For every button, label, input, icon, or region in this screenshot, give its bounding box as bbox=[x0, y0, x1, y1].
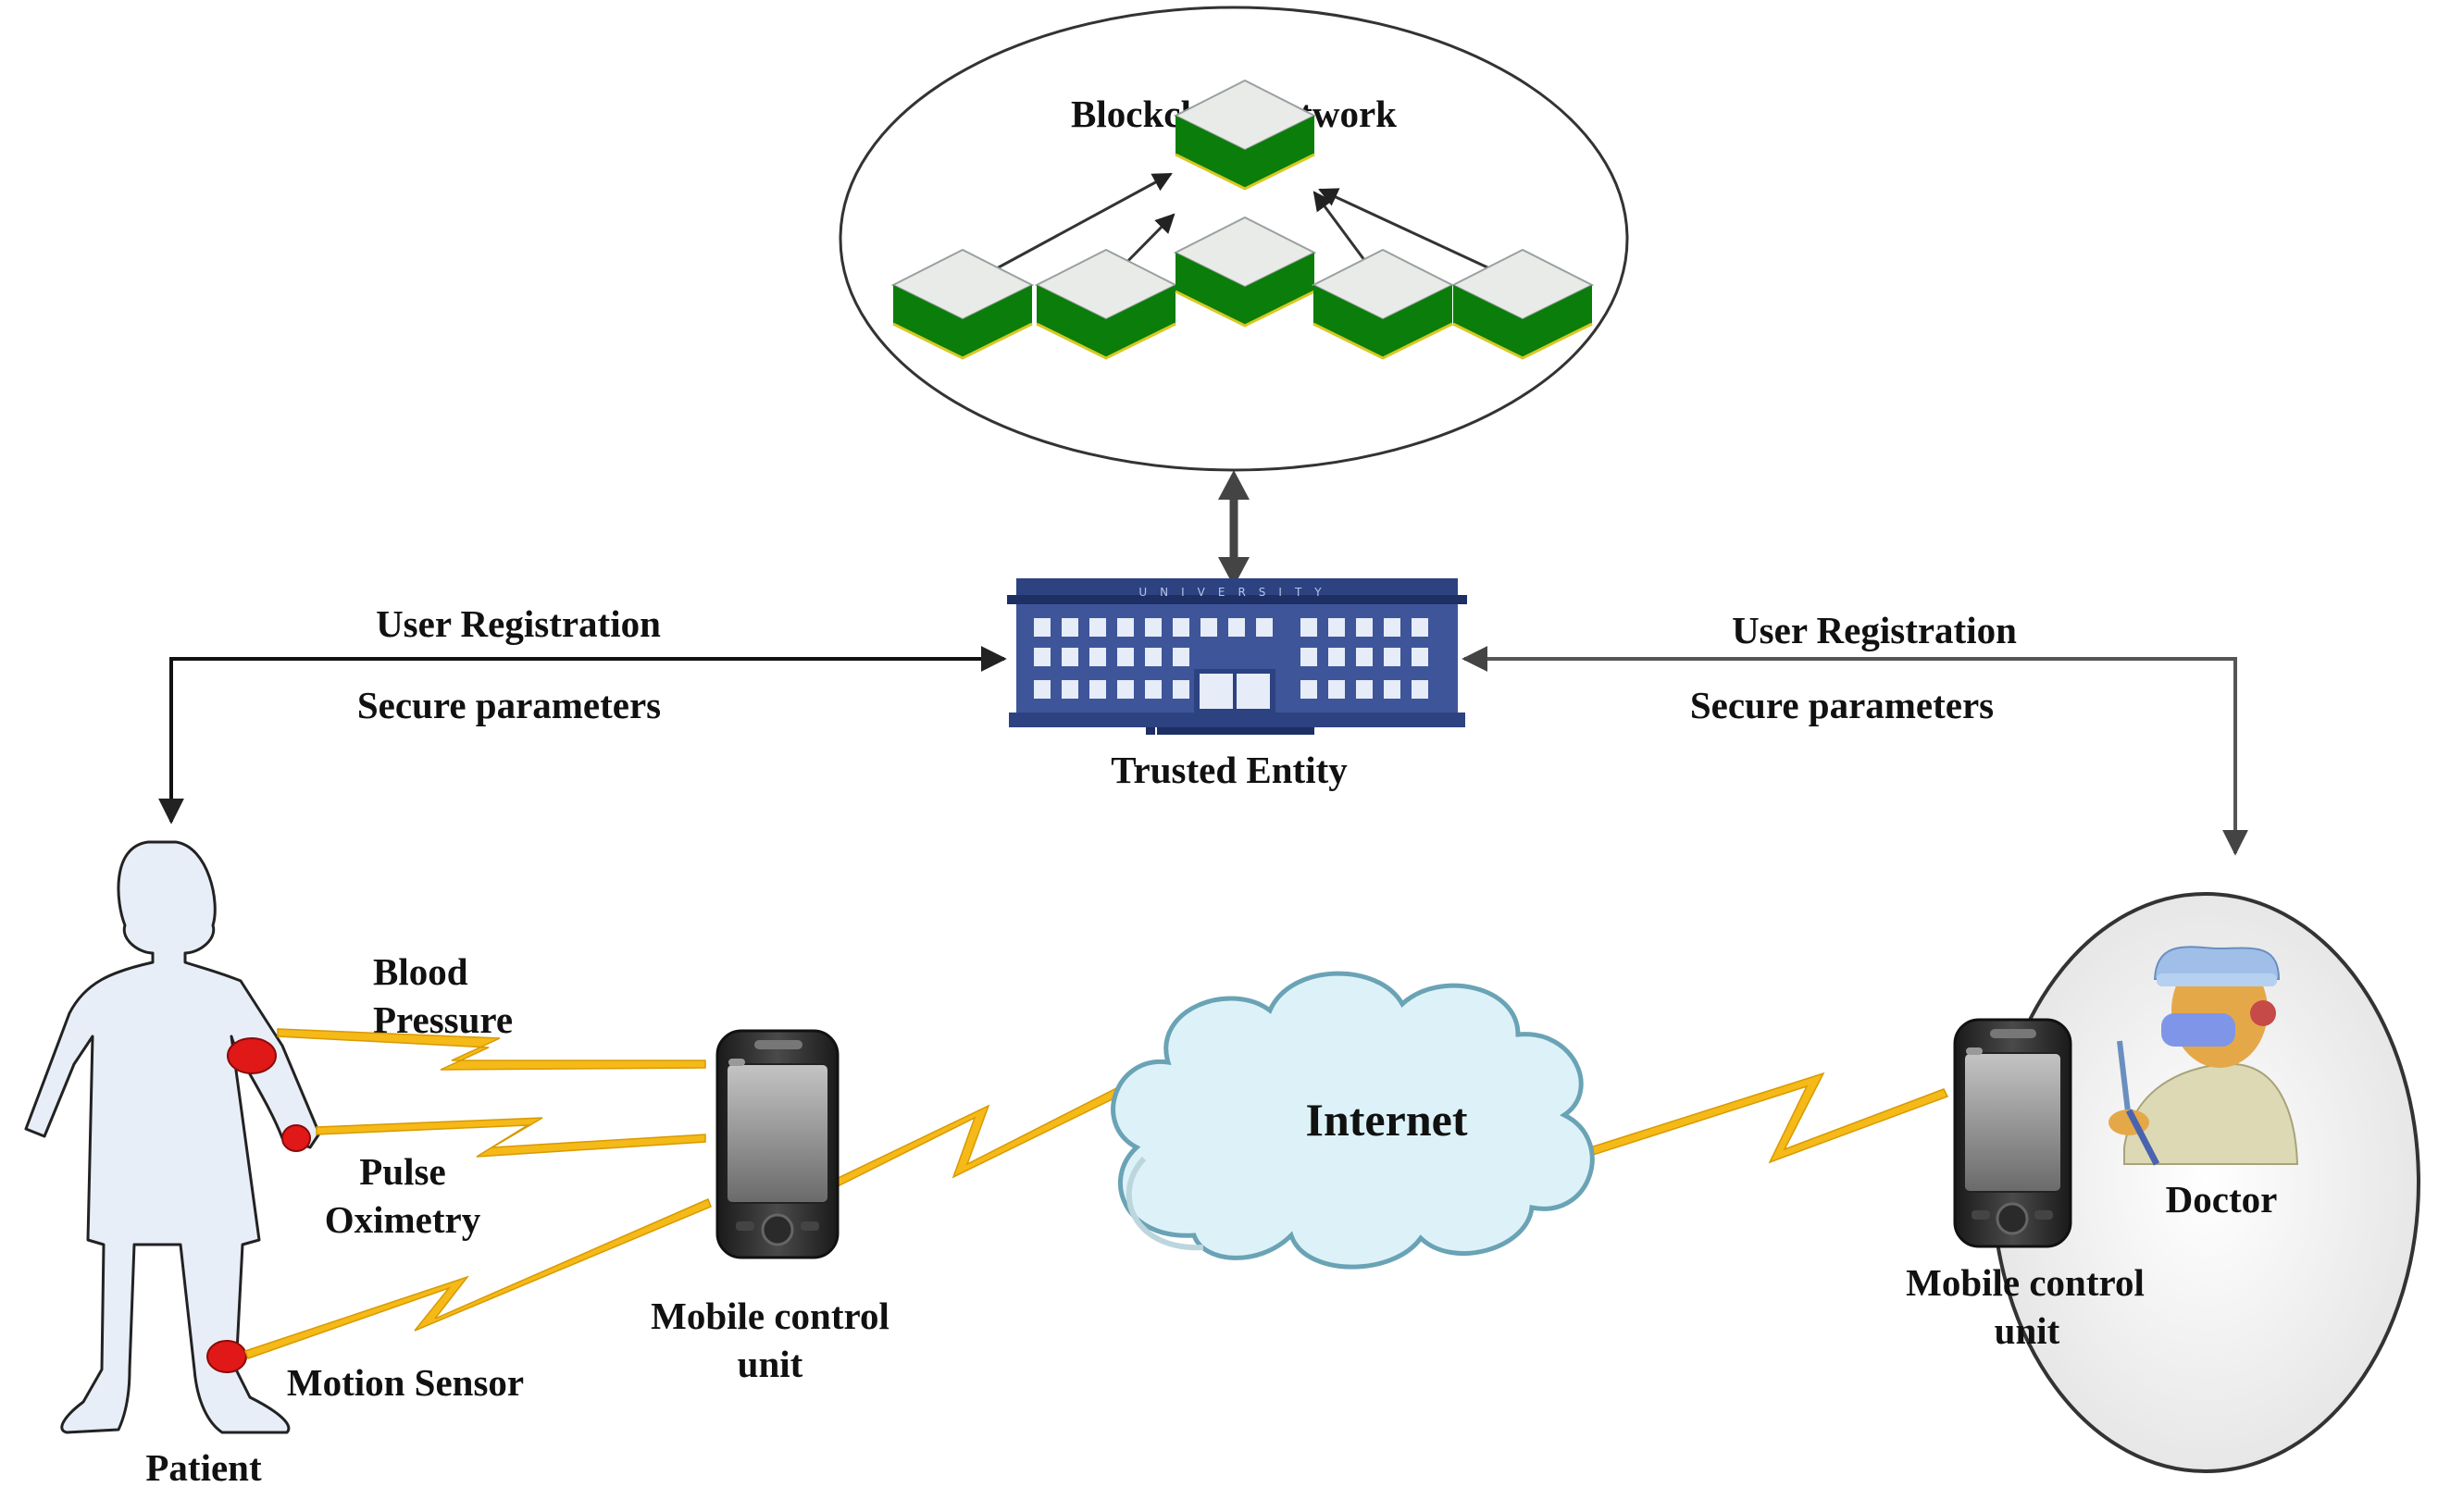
cloud-icon bbox=[1111, 971, 1595, 1270]
pulse-oximetry-label-line1: Pulse bbox=[359, 1150, 445, 1193]
wireless-links bbox=[244, 1028, 1949, 1359]
building-window bbox=[1089, 648, 1106, 666]
building-window bbox=[1384, 618, 1400, 637]
block-cube bbox=[1311, 248, 1455, 360]
wireless-bolt-icon bbox=[316, 1117, 706, 1158]
patient-figure-icon bbox=[24, 840, 321, 1434]
blockchain-trusted-link bbox=[1218, 470, 1250, 587]
building-window bbox=[1089, 680, 1106, 699]
building-window bbox=[1356, 648, 1373, 666]
building-window bbox=[1062, 648, 1078, 666]
building-window bbox=[1145, 680, 1162, 699]
building-window bbox=[1117, 648, 1134, 666]
building-window bbox=[1328, 618, 1345, 637]
building-window bbox=[1173, 648, 1189, 666]
building-window bbox=[1034, 648, 1051, 666]
patient-label: Patient bbox=[145, 1446, 262, 1489]
university-building-icon: UNIVERSITY bbox=[1007, 578, 1467, 735]
building-sign: UNIVERSITY bbox=[1138, 586, 1334, 599]
motion-sensor bbox=[206, 1340, 247, 1373]
building-window bbox=[1412, 618, 1428, 637]
block-cube bbox=[1173, 216, 1317, 328]
wireless-bolt-icon bbox=[827, 1081, 1133, 1190]
block-cube bbox=[1450, 248, 1595, 360]
building-window bbox=[1356, 680, 1373, 699]
doctor-mcu-label-line2: unit bbox=[1995, 1309, 2060, 1352]
building-window bbox=[1034, 618, 1051, 637]
building-window bbox=[1089, 618, 1106, 637]
internet: Internet bbox=[1111, 971, 1595, 1270]
wireless-bolt-icon bbox=[244, 1197, 712, 1359]
patient-mobile-control-unit: Mobile control unit bbox=[651, 1029, 889, 1385]
building-window bbox=[1300, 648, 1317, 666]
patient: Patient Blood Pressure Pulse Oximetry Mo… bbox=[24, 840, 524, 1489]
motion-sensor-label: Motion Sensor bbox=[287, 1361, 524, 1404]
building-window bbox=[1200, 618, 1217, 637]
wireless-bolt-icon bbox=[277, 1028, 706, 1071]
left-registration-link: User Registration Secure parameters bbox=[158, 602, 1007, 824]
mobile-phone-icon bbox=[1953, 1018, 2072, 1248]
doctor-site: Doctor Mobile control unit bbox=[1906, 892, 2420, 1473]
building-window bbox=[1356, 618, 1373, 637]
block-cube-top bbox=[1173, 79, 1317, 191]
building-window bbox=[1228, 618, 1245, 637]
patient-mcu-label-line2: unit bbox=[738, 1343, 803, 1385]
pulse-oximetry-sensor bbox=[281, 1124, 311, 1152]
blood-pressure-sensor bbox=[227, 1037, 277, 1074]
building-window bbox=[1384, 680, 1400, 699]
mobile-phone-icon bbox=[715, 1029, 840, 1259]
right-link-secure-label: Secure parameters bbox=[1690, 684, 1994, 726]
building-window bbox=[1173, 680, 1189, 699]
building-window bbox=[1145, 618, 1162, 637]
building-window bbox=[1034, 680, 1051, 699]
building-window bbox=[1328, 680, 1345, 699]
left-link-secure-label: Secure parameters bbox=[357, 684, 661, 726]
blockchain-network: Blockchain network bbox=[839, 6, 1629, 472]
building-window bbox=[1300, 618, 1317, 637]
right-link-registration-label: User Registration bbox=[1732, 609, 2017, 651]
left-link-registration-label: User Registration bbox=[376, 602, 661, 645]
building-window bbox=[1412, 680, 1428, 699]
trusted-entity-label: Trusted Entity bbox=[1111, 749, 1348, 791]
building-window bbox=[1145, 648, 1162, 666]
building-window bbox=[1300, 680, 1317, 699]
blood-pressure-label-line1: Blood bbox=[373, 950, 468, 993]
block-cube bbox=[890, 248, 1035, 360]
building-window bbox=[1117, 618, 1134, 637]
patient-mcu-label-line1: Mobile control bbox=[651, 1295, 889, 1337]
doctor-mcu-label-line1: Mobile control bbox=[1906, 1261, 2145, 1304]
building-window bbox=[1412, 648, 1428, 666]
doctor-icon bbox=[2108, 946, 2299, 1166]
building-window bbox=[1173, 618, 1189, 637]
doctor-label: Doctor bbox=[2166, 1178, 2278, 1221]
wireless-bolt-icon bbox=[1584, 1072, 1949, 1164]
trusted-entity: UNIVERSITY Trusted Entity bbox=[1007, 578, 1467, 791]
pulse-oximetry-label-line2: Oximetry bbox=[325, 1198, 481, 1241]
building-window bbox=[1256, 618, 1273, 637]
block-cube bbox=[1034, 248, 1178, 360]
building-window bbox=[1062, 618, 1078, 637]
building-window bbox=[1062, 680, 1078, 699]
right-registration-link: User Registration Secure parameters bbox=[1462, 609, 2248, 856]
internet-label: Internet bbox=[1306, 1094, 1468, 1146]
building-window bbox=[1328, 648, 1345, 666]
building-window bbox=[1384, 648, 1400, 666]
building-window bbox=[1117, 680, 1134, 699]
